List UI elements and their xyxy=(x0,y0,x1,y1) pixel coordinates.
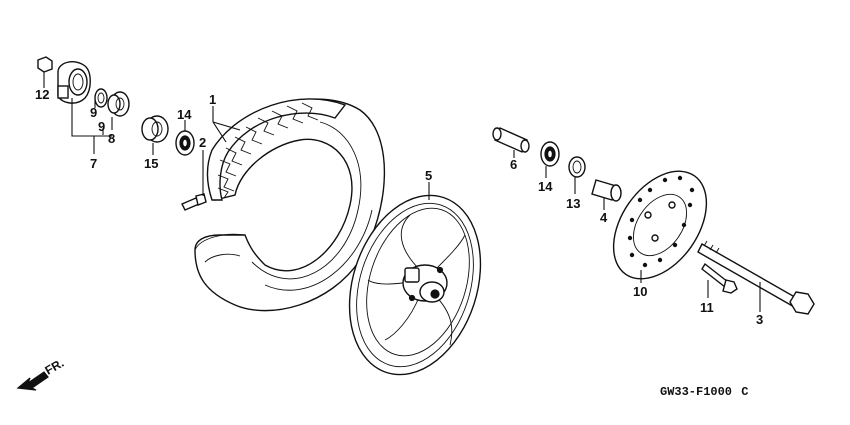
callout-2: 2 xyxy=(199,135,206,150)
retainer-8 xyxy=(107,91,130,117)
callout-1: 1 xyxy=(209,92,216,107)
bolt-11 xyxy=(701,262,738,294)
collar-4 xyxy=(591,179,622,202)
callout-4: 4 xyxy=(600,210,608,225)
dust-seal-15 xyxy=(141,115,169,143)
callout-11: 11 xyxy=(700,300,714,315)
seal-9 xyxy=(94,88,108,108)
bearing-14-right xyxy=(540,141,560,167)
callout-9b: 9 xyxy=(98,119,105,134)
callout-14a: 14 xyxy=(177,107,192,122)
callout-8: 8 xyxy=(108,131,115,146)
bearing-14-left xyxy=(175,130,195,156)
tire xyxy=(194,98,386,312)
callout-5: 5 xyxy=(425,168,432,183)
callout-9a: 9 xyxy=(90,105,97,120)
callout-3: 3 xyxy=(756,312,763,327)
callout-13: 13 xyxy=(566,196,580,211)
brake-disc-10 xyxy=(612,170,708,280)
wheel-rim xyxy=(348,194,482,376)
diagram-code: GW33-F1000 C xyxy=(660,385,748,399)
diagram-code-main: GW33-F1000 xyxy=(660,385,732,399)
seal-13 xyxy=(568,156,586,178)
callout-15: 15 xyxy=(144,156,158,171)
speedometer-gearbox xyxy=(57,61,91,104)
bolt-12 xyxy=(37,56,53,80)
diagram-code-suffix: C xyxy=(741,385,748,399)
callout-10: 10 xyxy=(633,284,647,299)
collar-6 xyxy=(492,127,530,153)
front-direction-arrow: FR. xyxy=(16,356,66,391)
callout-7: 7 xyxy=(90,156,97,171)
valve-stem-2 xyxy=(181,193,207,211)
leader-lines xyxy=(43,80,761,312)
callout-labels: 1 2 3 4 5 6 7 8 9 9 10 11 12 13 14 14 15 xyxy=(35,87,763,327)
callout-6: 6 xyxy=(510,157,517,172)
axle-3 xyxy=(697,240,815,315)
callout-14b: 14 xyxy=(538,179,553,194)
callout-12: 12 xyxy=(35,87,49,102)
